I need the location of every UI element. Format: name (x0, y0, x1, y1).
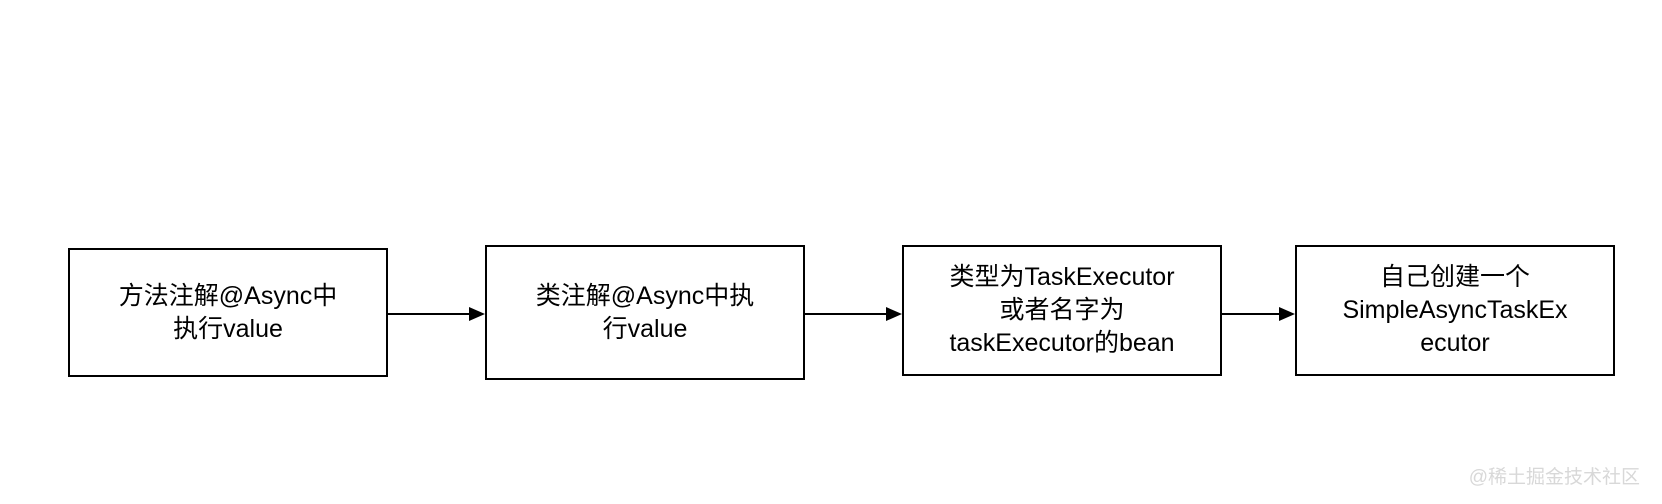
arrow-head-icon (469, 307, 485, 321)
flow-node-simple-async-task-executor[interactable]: 自己创建一个 SimpleAsyncTaskEx ecutor (1295, 245, 1615, 376)
flow-node-task-executor-bean[interactable]: 类型为TaskExecutor 或者名字为 taskExecutor的bean (902, 245, 1222, 376)
arrow-head-icon (886, 307, 902, 321)
arrow-shaft (388, 313, 469, 315)
flow-node-label: 类型为TaskExecutor 或者名字为 taskExecutor的bean (949, 263, 1175, 357)
flow-node-label: 自己创建一个 SimpleAsyncTaskEx ecutor (1342, 263, 1568, 357)
arrow-shaft (1222, 313, 1279, 315)
flow-arrow-1 (388, 307, 485, 321)
flow-node-class-async[interactable]: 类注解@Async中执 行value (485, 245, 805, 380)
flow-arrow-2 (805, 307, 902, 321)
arrow-shaft (805, 313, 886, 315)
flow-node-method-async[interactable]: 方法注解@Async中 执行value (68, 248, 388, 377)
arrow-head-icon (1279, 307, 1295, 321)
watermark: @稀土掘金技术社区 (1468, 467, 1640, 488)
flow-node-label: 类注解@Async中执 行value (535, 281, 755, 343)
flow-arrow-3 (1222, 307, 1295, 321)
flowchart-row: 方法注解@Async中 执行value 类注解@Async中执 行value 类… (0, 245, 1662, 380)
flow-node-label: 方法注解@Async中 执行value (118, 281, 338, 343)
